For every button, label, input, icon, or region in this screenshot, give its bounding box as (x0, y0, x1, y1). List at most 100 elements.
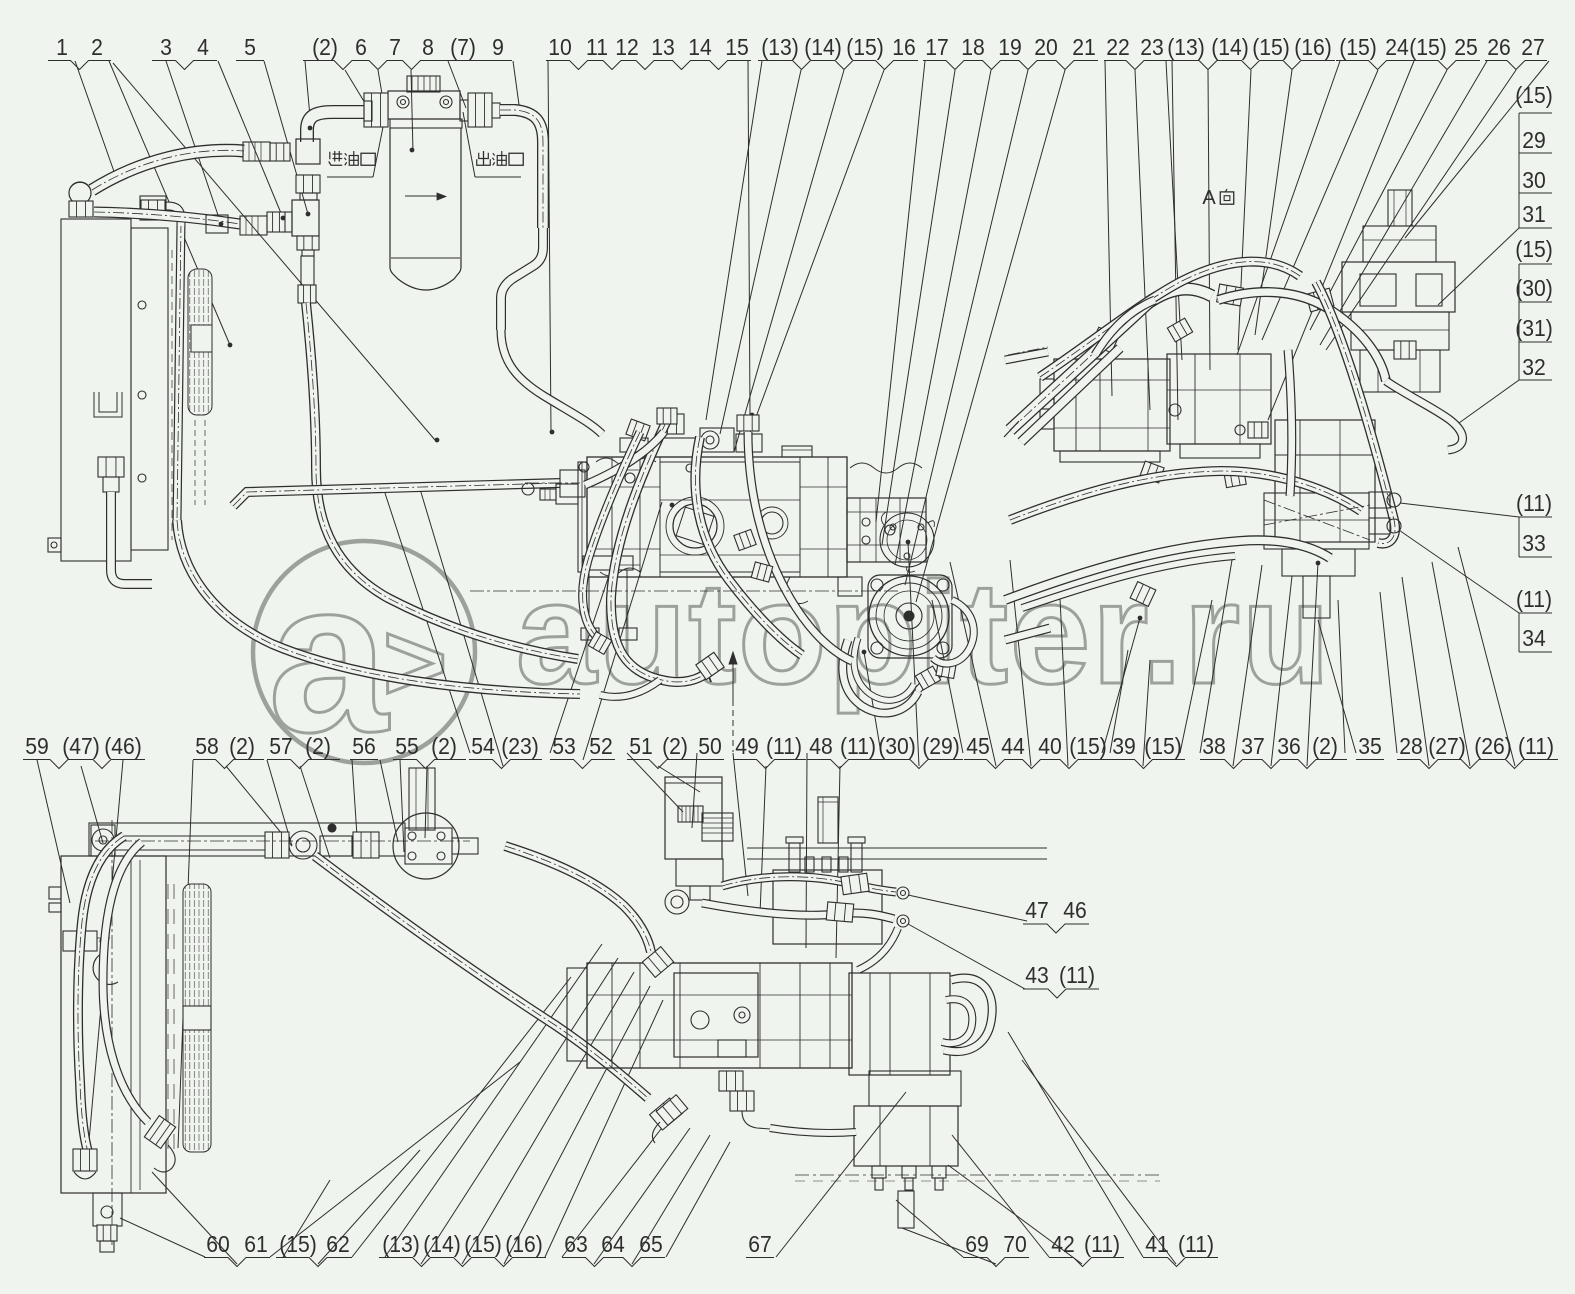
svg-text:36: 36 (1277, 733, 1301, 759)
svg-text:59: 59 (25, 733, 49, 759)
svg-text:48: 48 (809, 733, 833, 759)
svg-text:54: 54 (471, 733, 495, 759)
svg-text:57: 57 (269, 733, 293, 759)
svg-text:33: 33 (1522, 530, 1546, 556)
svg-text:11: 11 (586, 34, 608, 60)
svg-text:43: 43 (1025, 962, 1049, 988)
svg-text:53: 53 (552, 733, 576, 759)
svg-text:(2): (2) (312, 34, 338, 60)
svg-text:a: a (268, 535, 390, 777)
svg-text:31: 31 (1522, 201, 1546, 227)
svg-text:2: 2 (91, 34, 103, 60)
svg-text:65: 65 (639, 1231, 663, 1257)
svg-text:7: 7 (389, 34, 401, 60)
svg-text:(15): (15) (464, 1231, 502, 1257)
svg-text:6: 6 (355, 34, 367, 60)
svg-text:30: 30 (1522, 167, 1546, 193)
svg-text:58: 58 (195, 733, 219, 759)
svg-text:18: 18 (961, 34, 985, 60)
svg-text:27: 27 (1521, 34, 1545, 60)
svg-text:42: 42 (1051, 1231, 1075, 1257)
svg-text:55: 55 (395, 733, 419, 759)
svg-text:(15): (15) (1515, 236, 1553, 262)
svg-text:29: 29 (1522, 127, 1546, 153)
svg-text:(11): (11) (766, 733, 802, 759)
svg-text:(26): (26) (1474, 733, 1512, 759)
svg-text:67: 67 (748, 1231, 772, 1257)
svg-text:69: 69 (965, 1231, 989, 1257)
svg-text:(11): (11) (1059, 962, 1095, 988)
svg-text:70: 70 (1003, 1231, 1027, 1257)
svg-text:32: 32 (1522, 354, 1546, 380)
svg-text:(7): (7) (450, 34, 476, 60)
svg-text:(30): (30) (1515, 275, 1553, 301)
svg-text:A: A (1202, 187, 1216, 209)
svg-text:(47): (47) (62, 733, 100, 759)
svg-text:40: 40 (1038, 733, 1062, 759)
svg-text:56: 56 (352, 733, 376, 759)
svg-text:61: 61 (244, 1231, 268, 1257)
svg-text:14: 14 (688, 34, 712, 60)
svg-text:(16): (16) (1294, 34, 1332, 60)
svg-text:38: 38 (1202, 733, 1226, 759)
svg-text:9: 9 (492, 34, 504, 60)
svg-text:21: 21 (1072, 34, 1096, 60)
svg-text:49: 49 (735, 733, 759, 759)
svg-text:(2): (2) (229, 733, 255, 759)
svg-text:10: 10 (548, 34, 572, 60)
svg-text:20: 20 (1034, 34, 1058, 60)
svg-text:(15): (15) (1069, 733, 1107, 759)
svg-text:(30): (30) (878, 733, 916, 759)
svg-text:(2): (2) (305, 733, 331, 759)
svg-text:52: 52 (589, 733, 613, 759)
svg-text:8: 8 (422, 34, 434, 60)
svg-text:24: 24 (1385, 34, 1409, 60)
svg-text:(11): (11) (1084, 1231, 1120, 1257)
svg-text:37: 37 (1241, 733, 1265, 759)
svg-text:(14): (14) (423, 1231, 461, 1257)
svg-text:5: 5 (244, 34, 256, 60)
svg-text:(31): (31) (1515, 315, 1553, 341)
svg-text:(14): (14) (1211, 34, 1249, 60)
svg-text:(15): (15) (1339, 34, 1377, 60)
svg-text:12: 12 (615, 34, 639, 60)
svg-text:63: 63 (564, 1231, 588, 1257)
svg-text:3: 3 (160, 34, 172, 60)
svg-text:16: 16 (892, 34, 916, 60)
svg-text:(2): (2) (662, 733, 688, 759)
svg-text:13: 13 (651, 34, 675, 60)
svg-text:15: 15 (725, 34, 749, 60)
svg-text:34: 34 (1522, 625, 1546, 651)
svg-text:(2): (2) (431, 733, 457, 759)
svg-text:51: 51 (629, 733, 653, 759)
svg-text:(11): (11) (1516, 490, 1552, 516)
svg-text:17: 17 (925, 34, 949, 60)
svg-text:(14): (14) (804, 34, 842, 60)
svg-text:1: 1 (56, 34, 68, 60)
svg-text:45: 45 (966, 733, 990, 759)
svg-text:(23): (23) (501, 733, 539, 759)
svg-text:28: 28 (1399, 733, 1423, 759)
svg-text:(15): (15) (1409, 34, 1447, 60)
svg-text:46: 46 (1063, 897, 1087, 923)
svg-text:35: 35 (1358, 733, 1382, 759)
svg-text:(11): (11) (1516, 586, 1552, 612)
svg-text:50: 50 (698, 733, 722, 759)
svg-text:41: 41 (1145, 1231, 1169, 1257)
svg-text:(13): (13) (761, 34, 799, 60)
svg-text:62: 62 (326, 1231, 350, 1257)
svg-text:(15): (15) (1252, 34, 1290, 60)
svg-text:(2): (2) (1312, 733, 1338, 759)
svg-text:(29): (29) (922, 733, 960, 759)
svg-text:44: 44 (1001, 733, 1025, 759)
svg-text:25: 25 (1454, 34, 1478, 60)
svg-text:19: 19 (998, 34, 1022, 60)
svg-text:47: 47 (1025, 897, 1049, 923)
svg-text:26: 26 (1487, 34, 1511, 60)
svg-text:23: 23 (1140, 34, 1164, 60)
svg-text:(16): (16) (505, 1231, 543, 1257)
svg-text:(27): (27) (1428, 733, 1466, 759)
svg-text:(15): (15) (1144, 733, 1182, 759)
svg-text:39: 39 (1112, 733, 1136, 759)
svg-text:(15): (15) (846, 34, 884, 60)
